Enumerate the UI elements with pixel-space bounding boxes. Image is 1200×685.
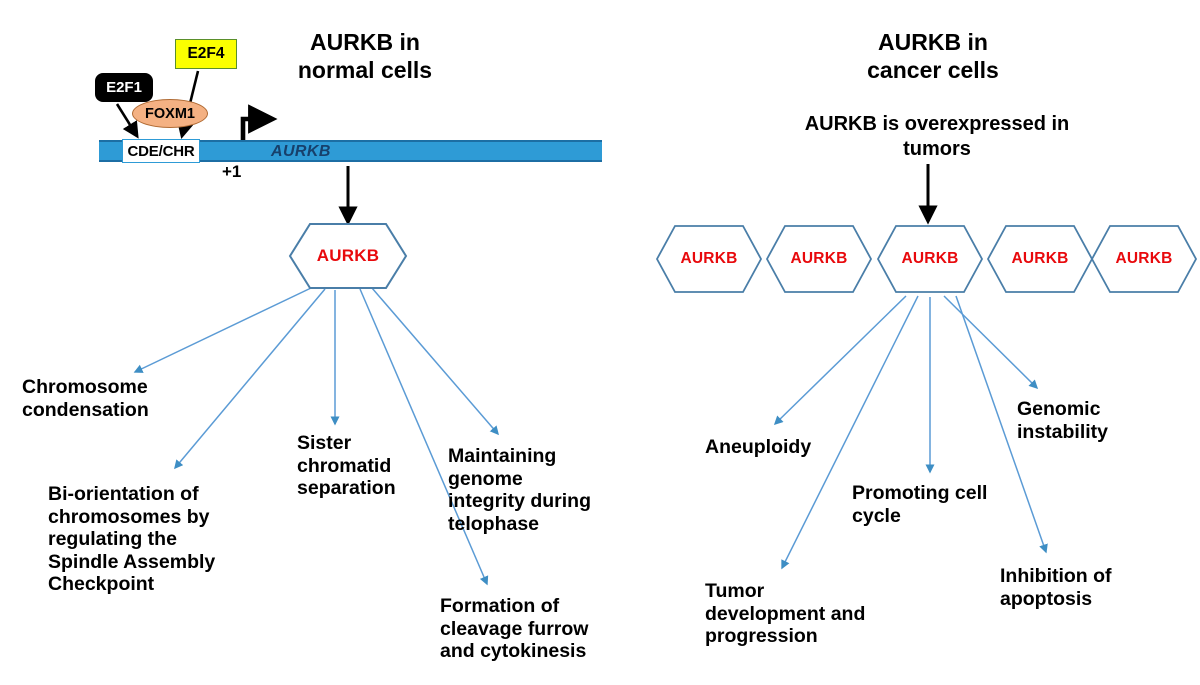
transcription-factor-e2f4: E2F4 bbox=[175, 39, 237, 69]
hexagon-aurkb-1: AURKB bbox=[655, 224, 763, 294]
hexagon-label: AURKB bbox=[1011, 250, 1069, 267]
left-panel-title: AURKB in normal cells bbox=[297, 29, 433, 84]
gene-label: AURKB bbox=[271, 143, 331, 160]
arrow-function-5 bbox=[371, 287, 499, 436]
function-label-sister-chromatid-separation: Sister chromatid separation bbox=[297, 432, 396, 500]
hexagon-label: AURKB bbox=[901, 250, 959, 267]
hexagon-aurkb-4: AURKB bbox=[986, 224, 1094, 294]
function-label-cleavage-furrow: Formation of cleavage furrow and cytokin… bbox=[440, 595, 589, 663]
gene-bar: AURKB bbox=[99, 140, 602, 162]
overexpression-statement: AURKB is overexpressed in tumors bbox=[804, 113, 1070, 160]
hexagon-label: AURKB bbox=[790, 250, 848, 267]
transcription-factor-foxm1: FOXM1 bbox=[132, 99, 208, 128]
consequence-label-tumor-development: Tumor development and progression bbox=[705, 580, 866, 648]
promoter-element-cde-chr: CDE/CHR bbox=[122, 139, 200, 163]
hexagon-aurkb-3: AURKB bbox=[876, 224, 984, 294]
consequence-label-promoting-cell-cycle: Promoting cell cycle bbox=[852, 482, 988, 527]
function-label-chromosome-condensation: Chromosome condensation bbox=[22, 376, 149, 421]
hexagon-label: AURKB bbox=[680, 250, 738, 267]
protein-hexagon-aurkb-normal: AURKB bbox=[288, 222, 408, 290]
hexagon-label: AURKB bbox=[1115, 250, 1173, 267]
hexagon-label: AURKB bbox=[316, 246, 380, 265]
arrow-consequence-1 bbox=[773, 295, 907, 426]
consequence-label-genomic-instability: Genomic instability bbox=[1017, 398, 1109, 443]
function-label-maintaining-genome-integrity: Maintaining genome integrity during telo… bbox=[448, 445, 591, 535]
right-panel-title: AURKB in cancer cells bbox=[867, 29, 999, 84]
tss-label: +1 bbox=[222, 162, 242, 181]
arrow-function-1 bbox=[133, 287, 312, 373]
transcription-factor-e2f1: E2F1 bbox=[95, 73, 153, 102]
hexagon-aurkb-5: AURKB bbox=[1090, 224, 1198, 294]
function-label-bi-orientation: Bi-orientation of chromosomes by regulat… bbox=[48, 483, 216, 596]
hexagon-aurkb-2: AURKB bbox=[765, 224, 873, 294]
arrow-consequence-4 bbox=[943, 295, 1039, 390]
consequence-label-aneuploidy: Aneuploidy bbox=[705, 436, 812, 458]
consequence-label-inhibition-of-apoptosis: Inhibition of apoptosis bbox=[1000, 565, 1112, 610]
